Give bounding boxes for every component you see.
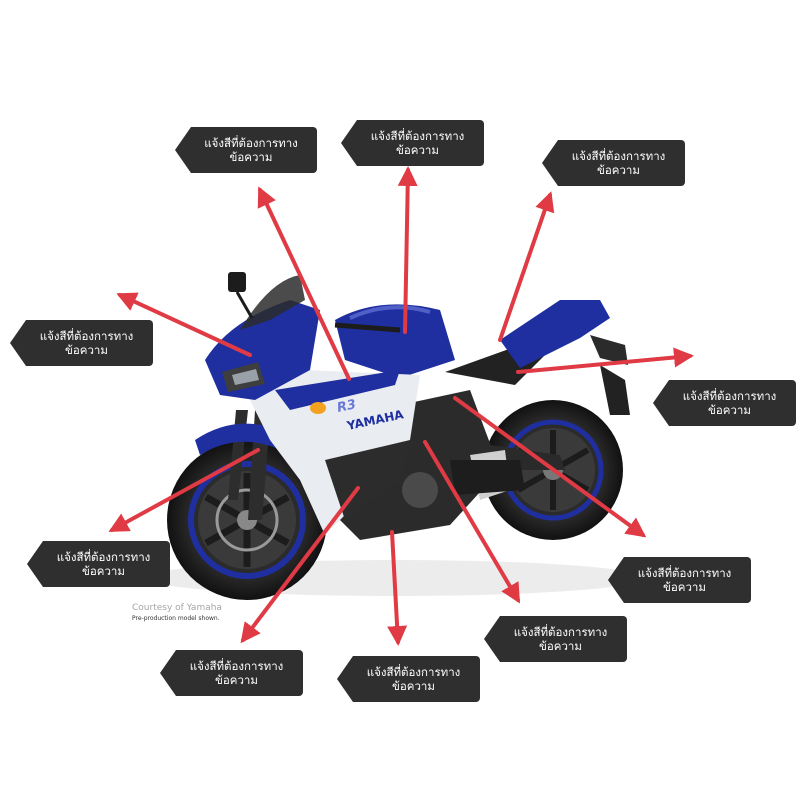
callout-tag: แจ้งสีที่ต้องการทาง ข้อความ bbox=[10, 320, 153, 366]
callout-tag: แจ้งสีที่ต้องการทาง ข้อความ bbox=[160, 650, 303, 696]
credit-line: Courtesy of Yamaha bbox=[132, 603, 222, 614]
callout-tag: แจ้งสีที่ต้องการทาง ข้อความ bbox=[341, 120, 484, 166]
callout-tag: แจ้งสีที่ต้องการทาง ข้อความ bbox=[542, 140, 685, 186]
callout-tag: แจ้งสีที่ต้องการทาง ข้อความ bbox=[608, 557, 751, 603]
rear-hugger bbox=[600, 365, 630, 415]
callout-tag: แจ้งสีที่ต้องการทาง ข้อความ bbox=[484, 616, 627, 662]
callout-tag: แจ้งสีที่ต้องการทาง ข้อความ bbox=[337, 656, 480, 702]
mirror bbox=[228, 272, 246, 292]
callout-tag: แจ้งสีที่ต้องการทาง ข้อความ bbox=[27, 541, 170, 587]
exhaust bbox=[450, 460, 525, 495]
tail-fairing bbox=[500, 300, 610, 368]
callout-tag: แจ้งสีที่ต้องการทาง ข้อความ bbox=[175, 127, 317, 173]
credit-subline: Pre-production model shown. bbox=[132, 615, 220, 622]
callout-tag: แจ้งสีที่ต้องการทาง ข้อความ bbox=[653, 380, 796, 426]
